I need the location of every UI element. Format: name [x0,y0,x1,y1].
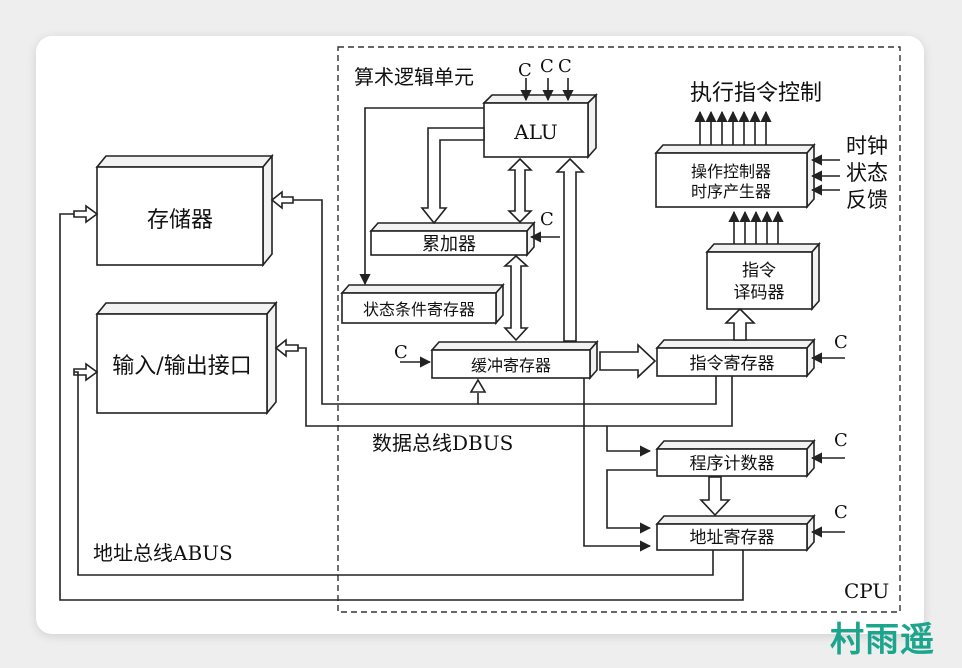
buffer-control-c: C [394,342,408,363]
data-bus-caption: 数据总线DBUS [372,431,513,455]
cpu-caption: CPU [844,579,889,603]
buffer-ir-bus-arrow [599,343,657,379]
instruction-register-label: 指令寄存器 [690,354,775,374]
memory-block [95,153,274,268]
pc-control-c: C [834,430,848,451]
alu-control-c1: C [518,60,532,81]
io-interface-label: 输入/输出接口 [112,354,251,379]
exec-control-caption: 执行指令控制 [690,81,822,106]
alu-label: ALU [513,120,558,144]
accumulator-alu-bus-arrow [507,157,533,224]
data-bus-wire-memory [293,199,479,405]
program-counter-block [655,438,816,479]
decoder-label-line2: 译码器 [734,283,785,303]
alu-control-c3: C [558,56,572,77]
data-bus-wire-io [298,347,733,427]
alu-block [482,93,598,160]
buffer-register-block [430,339,599,381]
clock-caption: 时钟 [846,134,888,158]
address-register-block [655,513,816,553]
alu-status-wire [359,107,484,286]
address-bus-wire-io [74,371,714,576]
control-unit-label-line1: 操作控制器 [691,162,771,181]
program-counter-label: 程序计数器 [690,454,775,474]
cpu-boundary [337,46,901,613]
ar-control-c: C [834,502,848,523]
accumulator-control-c: C [540,209,554,230]
status-caption: 状态 [846,161,888,185]
status-register-block [340,282,505,326]
control-output-arrows [694,110,772,145]
control-unit-label-line2: 时序产生器 [691,182,771,201]
io-interface-block [95,300,278,416]
address-register-label: 地址寄存器 [690,528,775,548]
decoder-label-line1: 指令 [742,261,776,281]
io-data-port-arrow [274,338,299,358]
ir-decoder-arrow [724,307,756,341]
data-bus-ir-wire [478,376,717,405]
memory-label: 存储器 [147,208,213,233]
ir-control-c: C [834,332,848,353]
buffer-alu-bus-arrow [555,157,585,342]
address-bus-caption: 地址总线ABUS [93,541,233,565]
alu-unit-caption: 算术逻辑单元 [354,65,474,89]
decoder-block [705,241,821,312]
pc-ar-side-wire [606,469,656,534]
pc-ar-arrow [699,476,731,517]
data-bus-pc-wire [606,426,652,457]
memory-address-port-arrow [73,204,99,224]
status-register-label: 状态条件寄存器 [363,300,475,319]
accumulator-block [369,220,536,258]
decoder-control-arrows [728,210,784,244]
memory-data-port-arrow [270,190,294,210]
buffer-accumulator-bus-arrow [502,254,530,342]
instruction-register-block [655,337,816,379]
watermark: 村雨遥 [830,620,935,660]
alu-control-c2: C [540,56,554,77]
accumulator-label: 累加器 [422,234,476,255]
buffer-ar-wire [583,378,652,552]
address-bus-wire-memory [59,213,744,601]
alu-accumulator-result-arrow [420,127,485,225]
feedback-caption: 反馈 [846,188,888,212]
buffer-register-label: 缓冲寄存器 [471,356,551,375]
control-unit-block [654,142,816,210]
